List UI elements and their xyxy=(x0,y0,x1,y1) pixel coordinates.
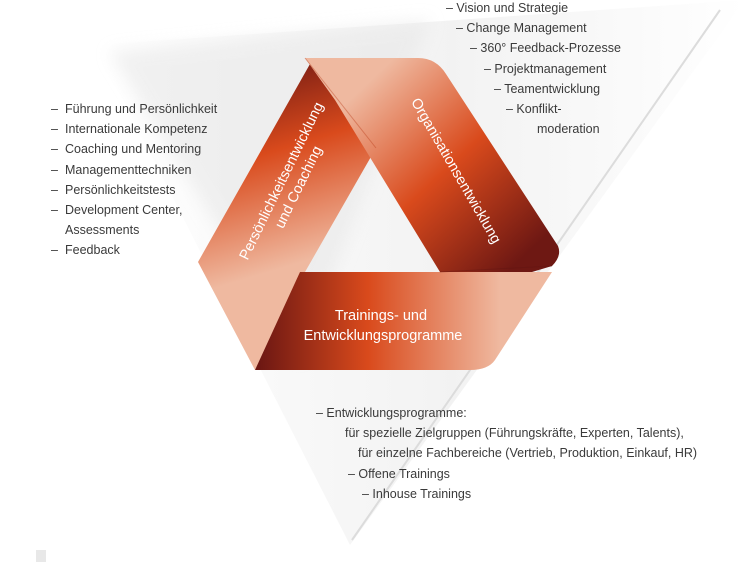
background-corner-mark xyxy=(36,550,46,562)
label-training-line2: Entwicklungsprogramme xyxy=(304,328,463,344)
train-topic-0: – Entwicklungsprogramme: xyxy=(316,406,467,420)
list-personality-topics: –Führung und Persönlichkeit –Internation… xyxy=(51,99,217,261)
fold-line-top xyxy=(304,57,377,149)
org-topic-0: – Vision und Strategie xyxy=(446,1,569,15)
org-topic-5: – Konflikt- xyxy=(506,102,562,117)
segment-organisation-band xyxy=(305,58,560,272)
list-training-topics: – Entwicklungsprogramme: für spezielle Z… xyxy=(316,403,697,504)
segment-training-band xyxy=(255,272,552,370)
pers-topic-2: –Coaching und Mentoring xyxy=(51,142,202,157)
list-organisation-topics: – Vision und Strategie – Change Manageme… xyxy=(446,0,621,139)
label-training: Trainings- und Entwicklungsprogramme xyxy=(304,308,463,344)
pers-topic-1: –Internationale Kompetenz xyxy=(51,122,208,137)
pers-topic-5-cont: Assessments xyxy=(65,223,140,238)
fold-line-right xyxy=(439,265,553,273)
org-topic-5-cont: moderation xyxy=(537,122,600,137)
org-topic-2: – 360° Feedback-Prozesse xyxy=(470,41,621,56)
pers-topic-6: –Feedback xyxy=(51,243,120,258)
label-training-line1: Trainings- und xyxy=(335,308,427,324)
train-topic-0-line3: für einzelne Fachbereiche (Vertrieb, Pro… xyxy=(358,446,698,461)
org-topic-3: – Projektmanagement xyxy=(484,61,607,76)
pers-topic-4: –Persönlichkeitstests xyxy=(51,182,176,197)
train-topic-1: – Offene Trainings xyxy=(348,466,450,481)
org-topic-1: – Change Management xyxy=(456,21,587,36)
segment-personality-band xyxy=(198,64,376,370)
train-topic-2: – Inhouse Trainings xyxy=(362,486,472,501)
org-topic-4: – Teamentwicklung xyxy=(494,81,601,96)
train-topic-0-line2: für spezielle Zielgruppen (Führungskräft… xyxy=(345,426,684,441)
pers-topic-3: –Managementtechniken xyxy=(51,162,192,177)
pers-topic-5: –Development Center, xyxy=(51,203,183,218)
pers-topic-0: –Führung und Persönlichkeit xyxy=(51,102,218,116)
